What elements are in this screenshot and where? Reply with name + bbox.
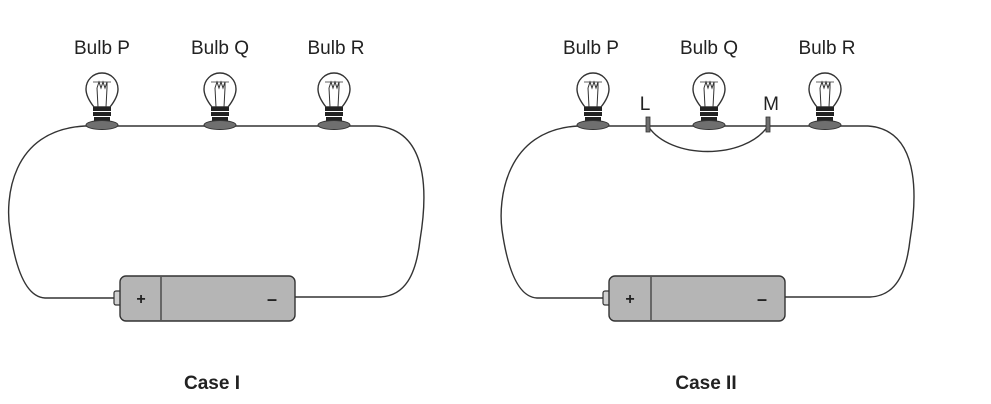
case-1-right-wire: [295, 125, 425, 298]
case-1-bulb-p: Bulb P: [74, 38, 130, 131]
battery-positive-sign: +: [625, 291, 634, 308]
junction-m-marker: [765, 116, 771, 133]
case-2-bulb-q: Bulb Q: [680, 38, 738, 131]
case-2-bulb-r: Bulb R: [798, 38, 856, 131]
junction-l-label: L: [640, 94, 651, 115]
junction-l-marker: [645, 116, 651, 133]
case-1-battery: + –: [113, 275, 296, 322]
battery-positive-sign: +: [136, 291, 145, 308]
case-1-bulb-q: Bulb Q: [191, 38, 249, 131]
bulb-label: Bulb Q: [680, 38, 738, 59]
battery-negative-sign: –: [267, 289, 277, 309]
case-2-bulb-p: Bulb P: [563, 38, 619, 131]
case-2-shunt-wire: [647, 125, 769, 153]
case-1-circuit: Bulb P Bulb Q Bulb R + – Case I: [7, 38, 425, 394]
case-2-caption: Case II: [675, 373, 736, 394]
case-2-right-wire: [785, 125, 915, 298]
case-2-left-wire: [500, 125, 608, 299]
bulb-label: Bulb R: [307, 38, 364, 59]
case-2-circuit: L M Bulb P Bulb Q Bulb R + – Case II: [500, 38, 915, 394]
case-1-bulb-r: Bulb R: [307, 38, 365, 131]
case-1-caption: Case I: [184, 373, 240, 394]
case-2-battery: + –: [602, 275, 786, 322]
bulb-label: Bulb Q: [191, 38, 249, 59]
bulb-label: Bulb P: [563, 38, 619, 59]
junction-m-label: M: [763, 94, 779, 115]
battery-negative-sign: –: [757, 289, 767, 309]
bulb-label: Bulb P: [74, 38, 130, 59]
case-1-left-wire: [7, 125, 118, 299]
bulb-label: Bulb R: [798, 38, 855, 59]
